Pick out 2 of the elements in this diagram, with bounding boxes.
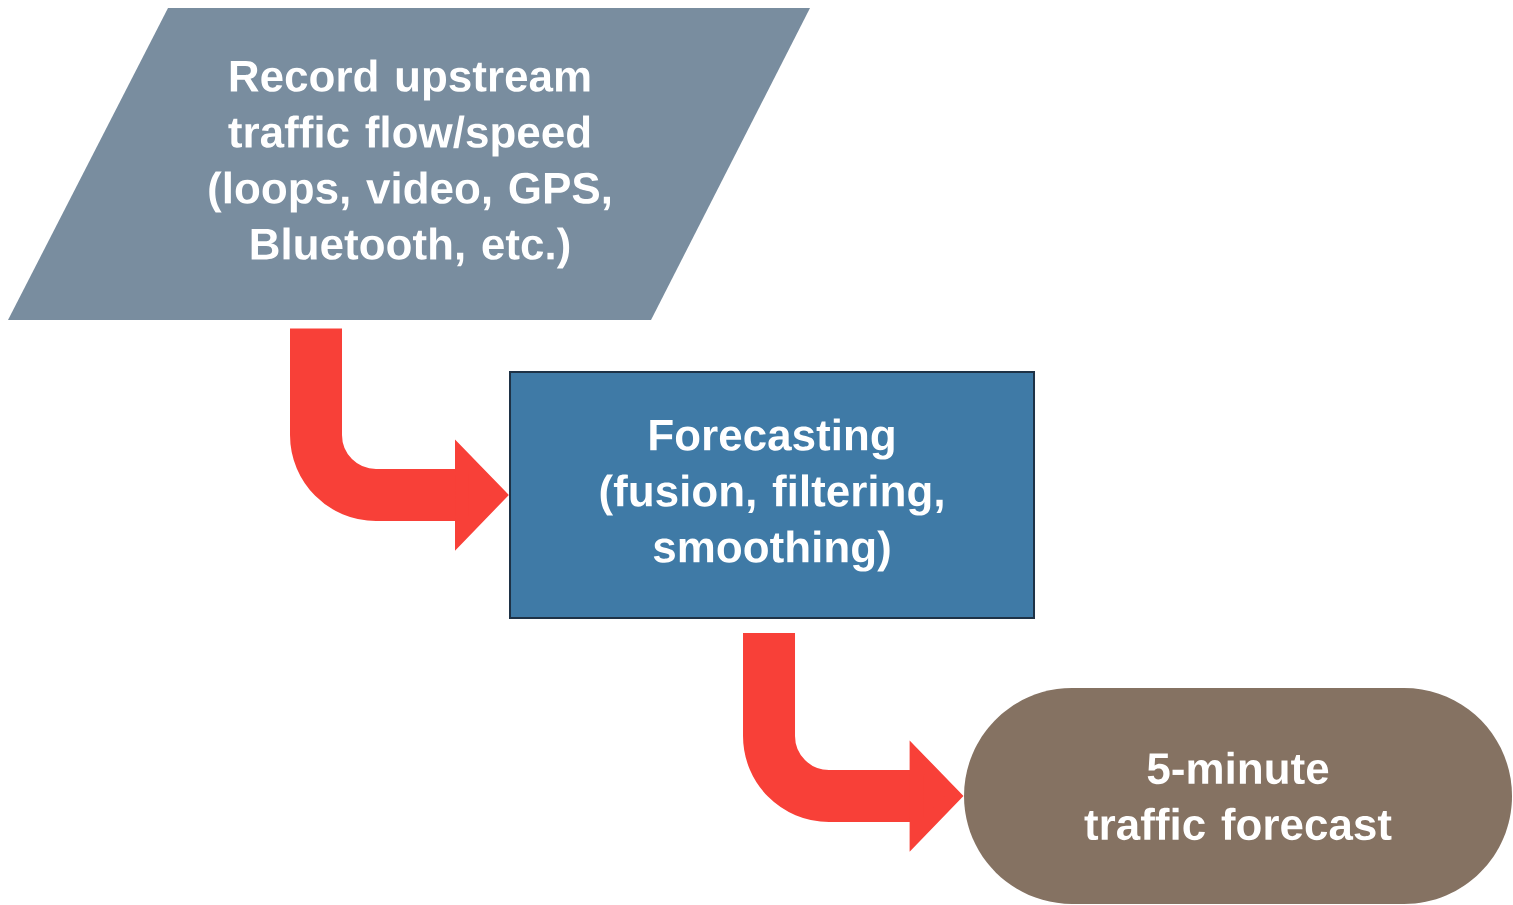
input-parallelogram: Record upstream traffic flow/speed (loops, video, GPS, Bluetooth, etc.) bbox=[8, 8, 810, 320]
process-box: Forecasting (fusion, filtering, smoothing) bbox=[509, 371, 1035, 619]
